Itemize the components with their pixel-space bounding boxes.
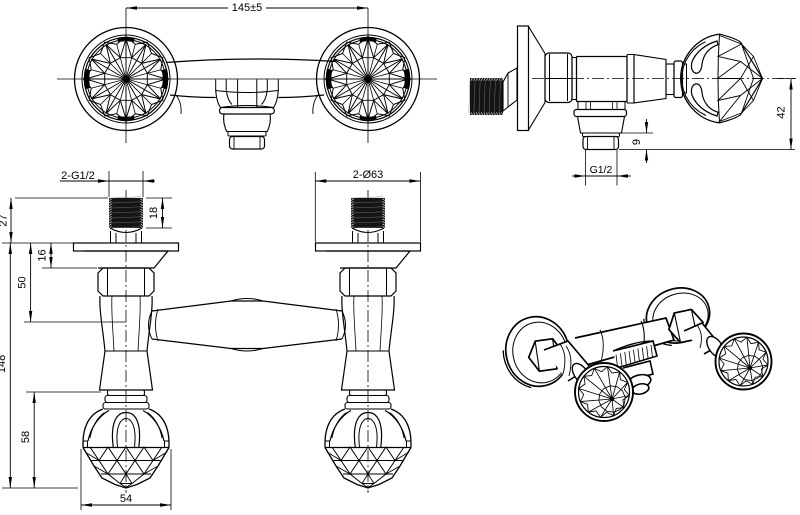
svg-text:148: 148 xyxy=(0,355,8,373)
svg-text:145±5: 145±5 xyxy=(232,2,263,14)
svg-text:18: 18 xyxy=(148,207,160,219)
svg-text:16: 16 xyxy=(37,249,49,261)
svg-text:G1/2: G1/2 xyxy=(590,164,613,176)
svg-text:54: 54 xyxy=(120,493,132,505)
svg-text:50: 50 xyxy=(17,276,29,288)
svg-text:2-Ø63: 2-Ø63 xyxy=(353,169,384,181)
svg-text:27: 27 xyxy=(0,214,10,226)
svg-text:9: 9 xyxy=(631,139,643,145)
svg-text:58: 58 xyxy=(20,431,32,443)
svg-text:42: 42 xyxy=(776,106,788,118)
svg-text:2-G1/2: 2-G1/2 xyxy=(61,170,95,182)
